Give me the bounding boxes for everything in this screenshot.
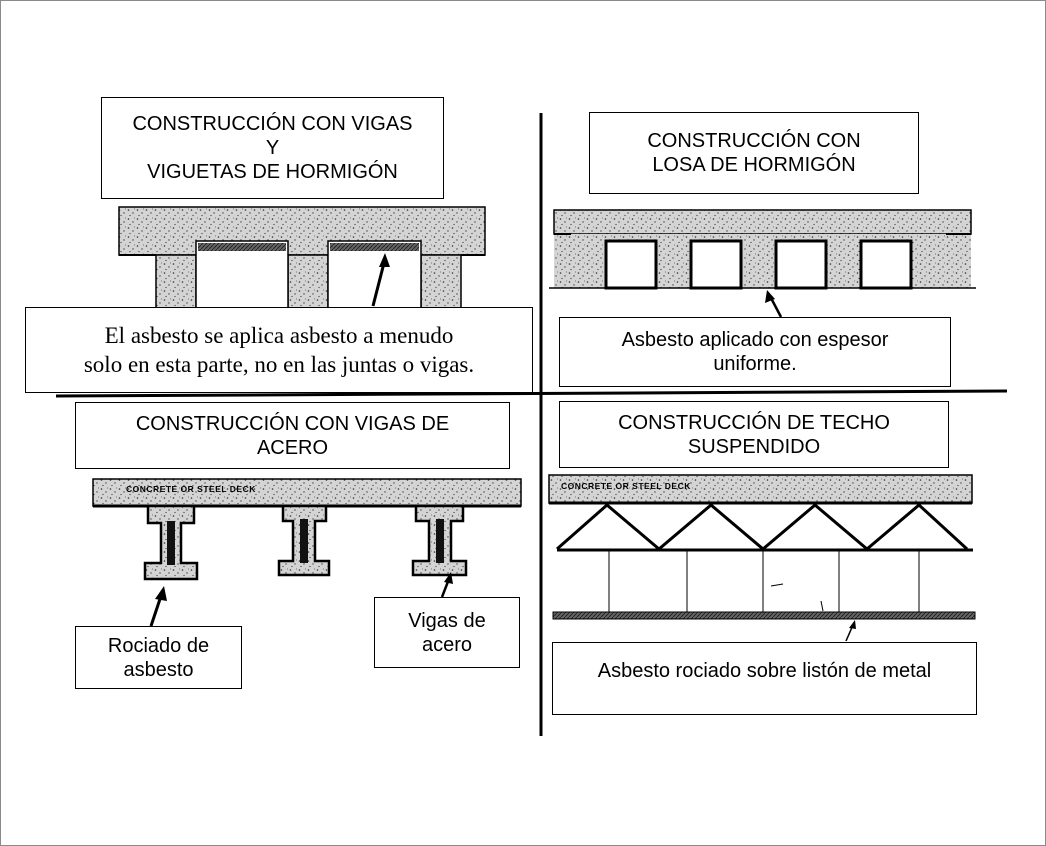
title-line: CONSTRUCCIÓN DE TECHO — [618, 411, 890, 434]
joist-stem — [420, 254, 462, 312]
title-line: CONSTRUCCIÓN CON VIGAS — [132, 113, 413, 135]
title-line: LOSA DE HORMIGÓN — [652, 154, 856, 176]
title-line: CONSTRUCCIÓN CON VIGAS DE — [135, 412, 450, 435]
title-line: CONSTRUCCIÓN CON — [647, 130, 861, 152]
title-line: VIGUETAS DE HORMIGÓN — [147, 161, 398, 183]
waffle-slab-drawing — [549, 209, 976, 318]
note-line: El asbesto se aplica asbesto a menudo — [104, 323, 454, 348]
label-line: Vigas de — [408, 609, 486, 632]
label-asbestos-spray: Rociado de asbesto — [75, 626, 242, 689]
title-line: Y — [265, 137, 280, 159]
label-steel-beams: Vigas de acero — [374, 597, 520, 668]
pointer-arrow — [371, 262, 386, 307]
label-line: asbesto — [123, 658, 194, 681]
title-concrete-slab: CONSTRUCCIÓN CON LOSA DE HORMIGÓN — [589, 112, 919, 194]
joist-slab-drawing — [118, 206, 486, 312]
joist-stem — [287, 254, 329, 312]
waffle-void — [774, 239, 828, 290]
horizontal-divider — [55, 389, 1008, 398]
joist-bay — [195, 240, 289, 312]
note-line: uniforme. — [713, 353, 797, 375]
title-concrete-joist: CONSTRUCCIÓN CON VIGAS Y VIGUETAS DE HOR… — [101, 97, 444, 199]
label-line: Rociado de — [107, 634, 210, 657]
deck-label-text: CONCRETE OR STEEL DECK — [126, 484, 256, 494]
suspended-ceiling-drawing: CONCRETE OR STEEL DECK — [548, 474, 976, 642]
steel-deck — [92, 478, 522, 507]
note-line: Asbesto aplicado con espesor — [621, 329, 889, 351]
joist-slab — [118, 206, 486, 256]
steel-beam-drawing: CONCRETE OR STEEL DECK — [92, 478, 522, 627]
note-asbestos-slab: Asbesto aplicado con espesor uniforme. — [559, 317, 951, 387]
note-asbestos-lath: Asbesto rociado sobre listón de metal — [552, 642, 977, 715]
title-suspended-ceiling: CONSTRUCCIÓN DE TECHO SUSPENDIDO — [559, 401, 949, 468]
waffle-slab-top — [553, 209, 972, 235]
title-line: ACERO — [256, 436, 329, 459]
pointer-arrow — [149, 595, 163, 627]
metal-lath — [552, 611, 976, 620]
waffle-void — [859, 239, 913, 290]
deck-label-text: CONCRETE OR STEEL DECK — [561, 481, 691, 491]
note-asbestos-joist: El asbesto se aplica asbesto a menudo so… — [25, 307, 533, 393]
title-line: SUSPENDIDO — [687, 435, 821, 458]
waffle-void — [604, 239, 658, 290]
note-line: solo en esta parte, no en las juntas o v… — [83, 352, 475, 377]
note-line: Asbesto rociado sobre listón de metal — [597, 660, 932, 682]
waffle-void — [689, 239, 743, 290]
label-line: acero — [421, 633, 473, 656]
asbestos-coat — [330, 243, 419, 251]
asbestos-coat — [198, 243, 286, 251]
truss-web — [556, 503, 969, 551]
title-steel-beams: CONSTRUCCIÓN CON VIGAS DE ACERO — [75, 402, 510, 469]
pointer-arrow — [769, 297, 783, 318]
ceiling-deck — [548, 474, 973, 504]
joist-stem — [155, 254, 197, 312]
